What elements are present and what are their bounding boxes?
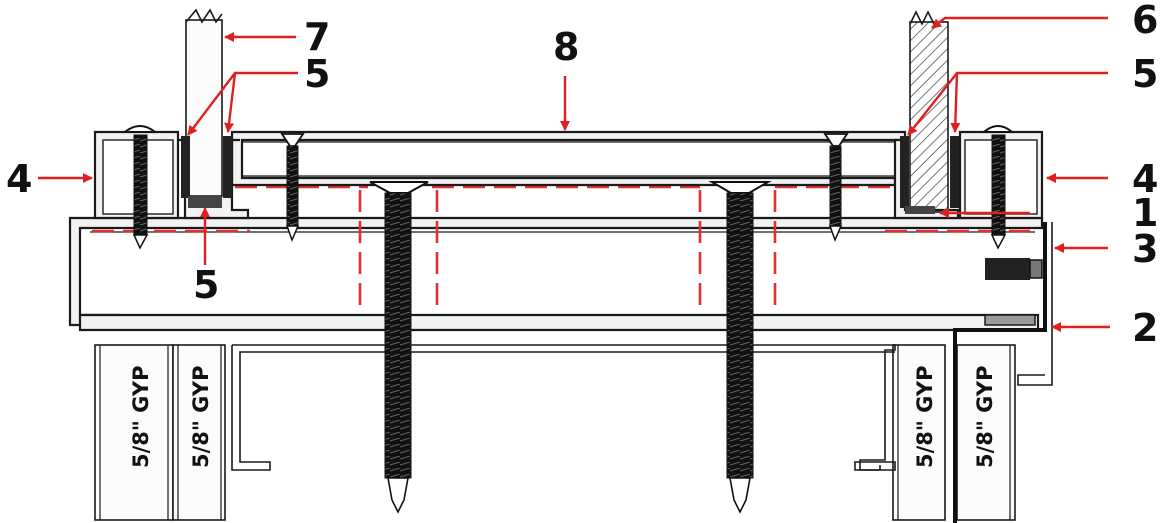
screw-right-pocket — [981, 125, 1015, 250]
callout-4-left: 4 — [6, 157, 32, 201]
screw-left-pocket — [122, 125, 158, 250]
left-glazing-pocket — [93, 8, 250, 220]
closure-clip — [953, 222, 1053, 523]
leader-5-top-right-b — [950, 72, 961, 133]
leader-6 — [931, 16, 1108, 29]
long-screw-right — [708, 181, 772, 514]
callout-5-top-right: 5 — [1132, 52, 1158, 96]
callout-1: 1 — [1132, 191, 1158, 235]
callout-3: 3 — [1132, 227, 1158, 271]
callout-7: 7 — [304, 15, 330, 59]
screw-right-stop — [823, 133, 849, 243]
header-track — [231, 344, 896, 471]
gyp-label-left-inner: 5/8" GYP — [189, 365, 213, 468]
callout-8: 8 — [553, 25, 579, 69]
gypsum-boards — [94, 344, 1016, 521]
callout-6: 6 — [1132, 0, 1158, 42]
leader-arrows — [38, 16, 1110, 332]
gyp-label-right-inner: 5/8" GYP — [913, 365, 937, 468]
leader-5-top-left-b — [187, 72, 236, 136]
right-glazing-pocket — [893, 10, 1044, 220]
callout-5-bottom-left: 5 — [193, 263, 219, 307]
long-screw-left — [369, 181, 429, 514]
screw-left-stop — [280, 133, 305, 243]
gyp-label-left-outer: 5/8" GYP — [129, 365, 153, 468]
hidden-stud-lines — [92, 185, 1030, 308]
small-screws — [122, 125, 1015, 250]
top-stop-assembly — [230, 130, 907, 187]
callout-5-top-left: 5 — [304, 52, 330, 96]
callout-4-right: 4 — [1132, 157, 1158, 201]
leader-5-top-left — [224, 71, 298, 133]
gyp-label-right-outer: 5/8" GYP — [973, 365, 997, 468]
callout-2: 2 — [1132, 306, 1158, 350]
long-screws — [369, 181, 772, 514]
